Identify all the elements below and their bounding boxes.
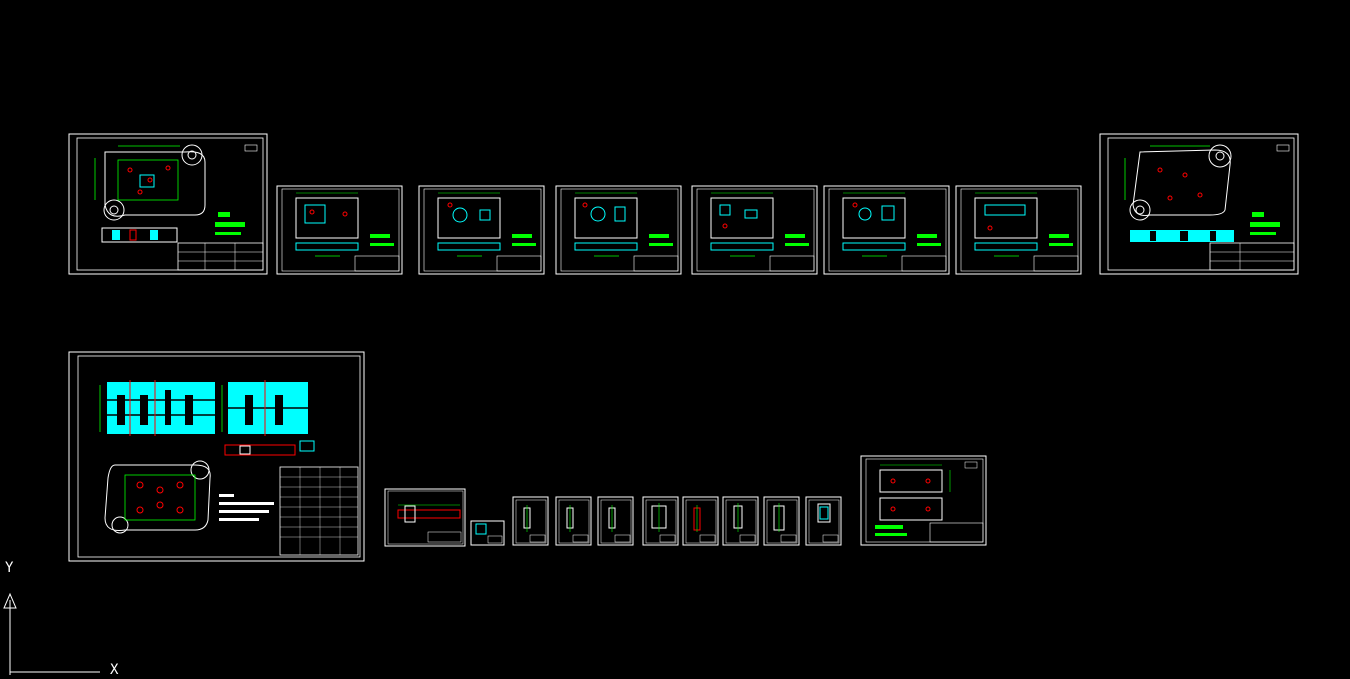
drawing-sheet-part-detail-2[interactable] <box>555 496 592 546</box>
drawing-sheet-part-plate[interactable] <box>860 455 987 546</box>
drawing-sheet-section-d[interactable] <box>691 185 818 275</box>
drawing-sheet-part-detail-4[interactable] <box>642 496 679 546</box>
drawing-sheet-part-detail-6[interactable] <box>722 496 759 546</box>
drawing-sheet-part-small-1[interactable] <box>384 488 466 547</box>
drawing-sheet-section-b[interactable] <box>418 185 545 275</box>
drawing-sheet-section-f[interactable] <box>955 185 1082 275</box>
ucs-y-label: Y <box>5 560 14 576</box>
drawing-sheet-assembly[interactable] <box>68 351 365 562</box>
drawing-sheet-section-c[interactable] <box>555 185 682 275</box>
drawing-sheet-plate-layout-a[interactable] <box>68 133 268 275</box>
ucs-icon: Y X <box>0 560 140 678</box>
drawing-sheet-part-detail-1[interactable] <box>512 496 549 546</box>
drawing-sheet-part-detail-7[interactable] <box>763 496 800 546</box>
ucs-x-label: X <box>110 662 119 678</box>
drawing-sheet-part-small-2[interactable] <box>470 520 505 546</box>
drawing-sheet-part-detail-3[interactable] <box>597 496 634 546</box>
drawing-sheet-section-a[interactable] <box>276 185 403 275</box>
drawing-sheet-section-e[interactable] <box>823 185 950 275</box>
drawing-sheet-part-detail-5[interactable] <box>682 496 719 546</box>
drawing-sheet-part-detail-8[interactable] <box>805 496 842 546</box>
drawing-sheet-plate-layout-b[interactable] <box>1099 133 1299 275</box>
